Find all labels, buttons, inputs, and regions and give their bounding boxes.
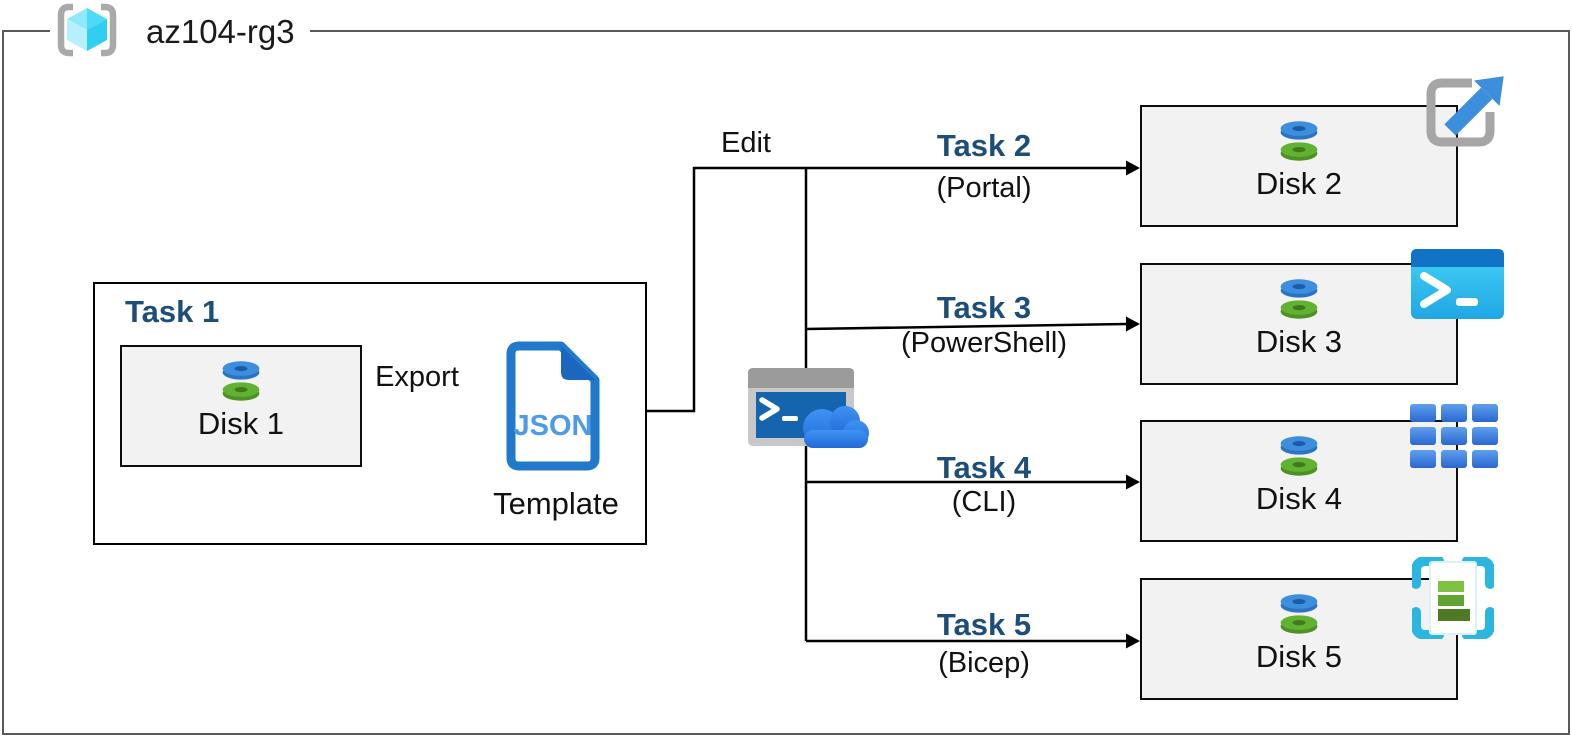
task1-title: Task 1 (125, 294, 220, 329)
template-label: Template (493, 486, 619, 521)
disk-label: Disk 3 (1255, 324, 1343, 359)
border-gap (50, 27, 310, 36)
disk-box-3: Disk 3 (1140, 263, 1458, 385)
task4-label: Task 4 (936, 450, 1032, 485)
managed-disk-icon (222, 361, 260, 401)
disk-label: Disk 5 (1255, 639, 1343, 674)
task5-label: Task 5 (936, 607, 1032, 642)
task2-label: Task 2 (936, 128, 1032, 163)
bicep-icon (1412, 557, 1494, 639)
disk-box-2: Disk 2 (1140, 105, 1458, 227)
task5-method: (Bicep) (938, 647, 1030, 679)
json-template-icon: JSON (506, 341, 600, 471)
managed-disk-icon (1280, 436, 1318, 476)
task3-label: Task 3 (936, 290, 1032, 325)
azure-portal-icon (1426, 76, 1504, 147)
task3-method: (PowerShell) (901, 327, 1067, 359)
powershell-icon (1411, 249, 1504, 319)
task4-method: (CLI) (951, 486, 1017, 518)
cloud-shell-icon (748, 368, 869, 448)
resource-group-boundary (2, 30, 1570, 735)
disk-label: Disk 4 (1255, 481, 1343, 516)
edit-label: Edit (721, 127, 771, 159)
managed-disk-icon (1280, 121, 1318, 161)
disk-label: Disk 2 (1255, 166, 1343, 201)
disk-box-4: Disk 4 (1140, 420, 1458, 542)
export-label: Export (375, 361, 459, 393)
cli-icon (1410, 404, 1498, 468)
disk-box-1: Disk 1 (120, 345, 362, 467)
managed-disk-icon (1280, 594, 1318, 634)
resource-group-icon (57, 3, 117, 57)
disk-label: Disk 1 (197, 406, 285, 441)
managed-disk-icon (1280, 279, 1318, 319)
resource-group-name: az104-rg3 (146, 13, 295, 50)
task2-method: (Portal) (936, 172, 1032, 204)
disk-box-5: Disk 5 (1140, 578, 1458, 700)
json-doc-text: JSON (514, 410, 593, 442)
